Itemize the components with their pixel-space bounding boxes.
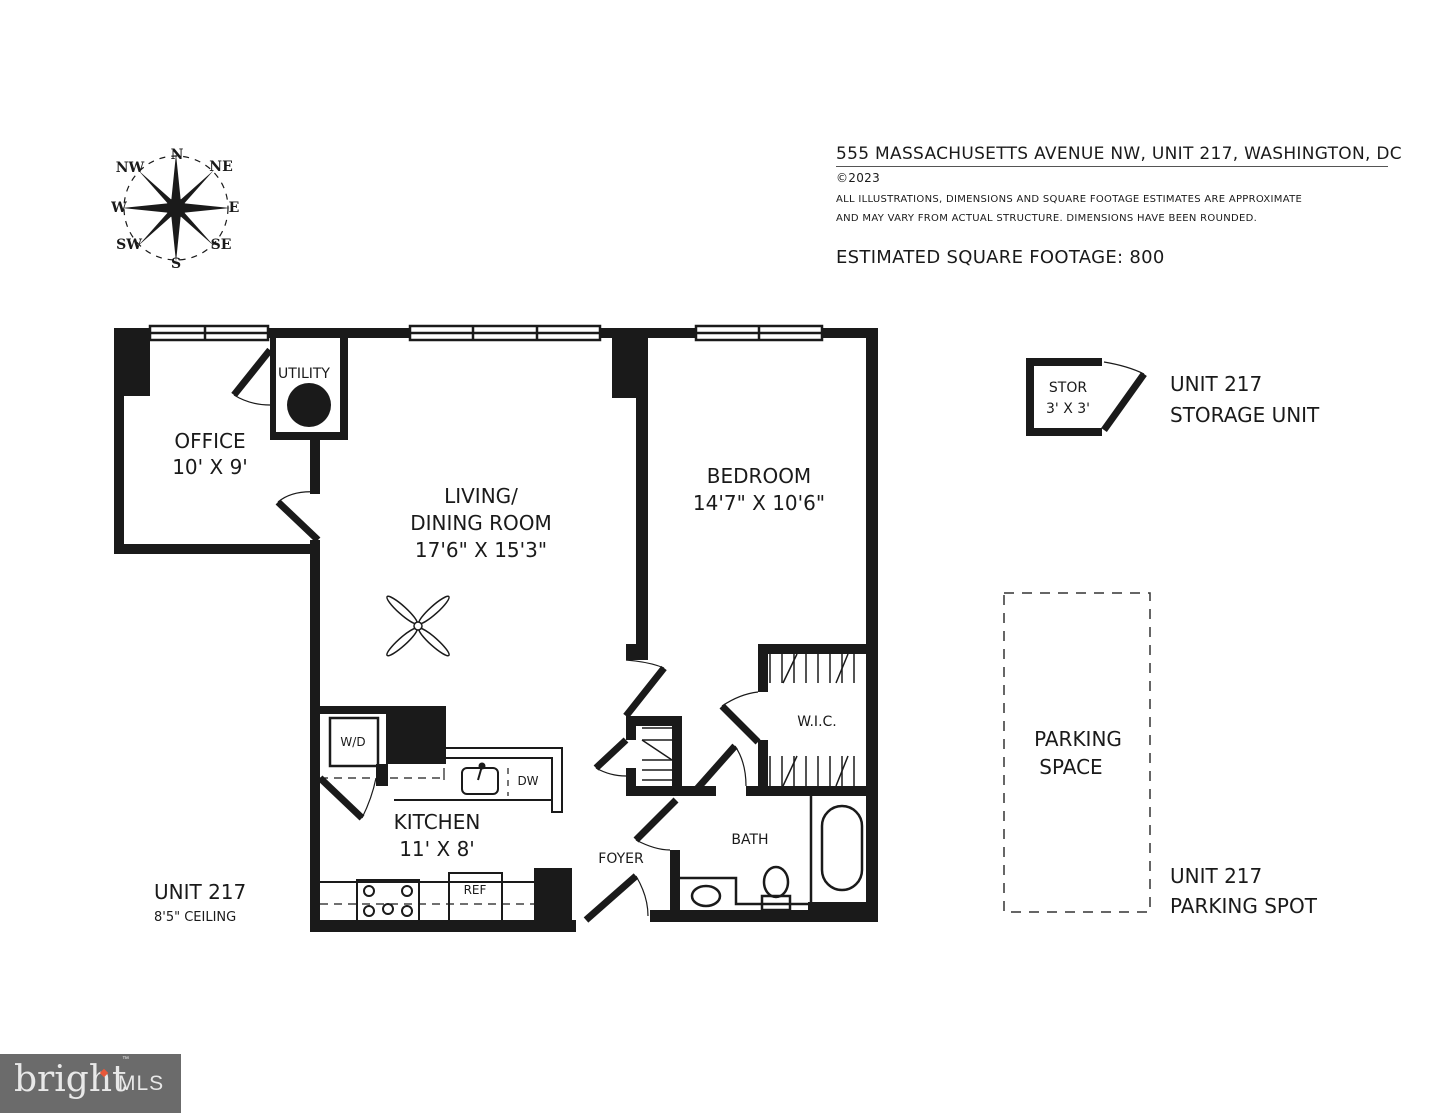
ceiling-height: 8'5" CEILING xyxy=(154,910,236,925)
washer-dryer-label: W/D xyxy=(340,735,365,749)
bedroom-dims: 14'7" X 10'6" xyxy=(693,491,825,515)
parking-label-line2: SPACE xyxy=(1039,755,1102,779)
property-address: 555 MASSACHUSETTS AVENUE NW, UNIT 217, W… xyxy=(836,144,1402,164)
washer-dryer-icon xyxy=(328,716,380,768)
brand-wordmark: bright xyxy=(14,1059,127,1100)
compass-nw: NW xyxy=(116,160,145,176)
utility-label: UTILITY xyxy=(278,366,330,382)
compass-w: W xyxy=(110,200,127,216)
bright-mls-badge xyxy=(0,1054,181,1113)
wic-label: W.I.C. xyxy=(797,714,837,730)
office-column xyxy=(114,328,150,396)
doors xyxy=(231,347,1147,923)
kitchen-dims: 11' X 8' xyxy=(399,837,475,861)
compass-se: SE xyxy=(211,237,232,253)
storage-caption-line1: UNIT 217 xyxy=(1170,372,1262,396)
compass-sw: SW xyxy=(116,237,142,253)
refrigerator-label: REF xyxy=(464,883,487,897)
living-dims: 17'6" X 15'3" xyxy=(415,538,547,562)
disclaimer-line-1: ALL ILLUSTRATIONS, DIMENSIONS AND SQUARE… xyxy=(836,194,1303,205)
closet-shelving xyxy=(641,653,855,787)
unit-number: UNIT 217 xyxy=(154,880,246,904)
parking-space-outline xyxy=(1003,592,1151,913)
refrigerator-icon xyxy=(448,872,503,924)
foyer-label: FOYER xyxy=(598,851,644,867)
compass-e: E xyxy=(229,200,240,216)
office-dims: 10' X 9' xyxy=(172,455,248,479)
office-label: OFFICE xyxy=(174,429,245,453)
compass-ne: NE xyxy=(209,159,232,175)
kitchen-fixtures xyxy=(320,716,563,925)
walls xyxy=(114,328,878,932)
storage-caption-line2: STORAGE UNIT xyxy=(1170,403,1320,427)
square-footage: ESTIMATED SQUARE FOOTAGE: 800 xyxy=(836,247,1165,268)
copyright-notice: ©2023 xyxy=(836,171,881,185)
compass-s: S xyxy=(171,256,181,272)
toilet-icon xyxy=(762,865,790,899)
living-label-line2: DINING ROOM xyxy=(410,511,552,535)
kitchen-pillar xyxy=(386,706,446,764)
parking-caption-line1: UNIT 217 xyxy=(1170,864,1262,888)
bedroom-label: BEDROOM xyxy=(707,464,811,488)
kitchen-label: KITCHEN xyxy=(394,810,481,834)
brand-suffix: MLS xyxy=(118,1072,165,1095)
compass-star xyxy=(122,154,230,262)
storage-label-line1: STOR xyxy=(1049,380,1087,396)
compass-n: N xyxy=(171,147,184,163)
parking-caption-line2: PARKING SPOT xyxy=(1170,894,1318,918)
ceiling-fan-icon xyxy=(386,595,450,657)
windows xyxy=(148,324,824,342)
storage-label-line2: 3' X 3' xyxy=(1046,401,1090,417)
vanity-sink-icon xyxy=(690,884,722,908)
range-icon xyxy=(356,879,420,925)
compass-rose-icon: N NE E SE S SW W NW xyxy=(110,147,240,272)
bath-label: BATH xyxy=(731,832,768,848)
kitchen-column xyxy=(534,868,572,932)
disclaimer-line-2: AND MAY VARY FROM ACTUAL STRUCTURE. DIME… xyxy=(836,213,1258,224)
brand-trademark: ™ xyxy=(122,1056,129,1063)
water-heater-icon xyxy=(287,383,331,427)
bath-fixtures xyxy=(680,796,864,912)
parking-label-line1: PARKING xyxy=(1034,727,1122,751)
living-label-line1: LIVING/ xyxy=(444,484,518,508)
storage-unit-walls xyxy=(1026,358,1102,436)
bathtub-icon xyxy=(820,804,864,892)
header-divider xyxy=(836,166,1388,167)
dishwasher-label: DW xyxy=(517,774,538,788)
